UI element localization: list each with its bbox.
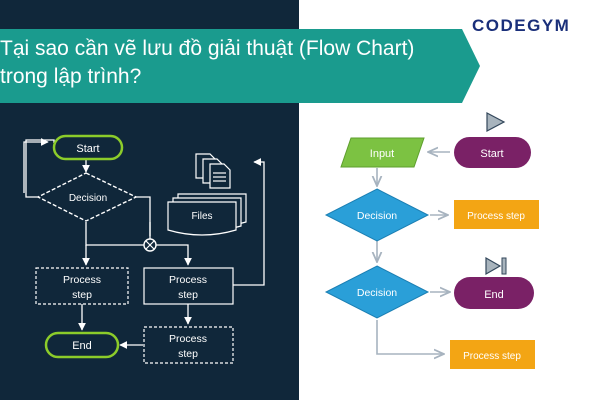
right-process-2: Process step [450, 340, 535, 369]
title-line-1: Tại sao cần vẽ lưu đồ giải thuật (Flow C… [0, 37, 415, 60]
left-process-b-line2: step [178, 289, 198, 301]
title-banner [0, 29, 462, 103]
left-start-terminal: Start [52, 134, 124, 161]
documents-icon [195, 153, 231, 189]
left-process-a-line1: Process [63, 274, 101, 286]
right-connectors [377, 152, 450, 354]
right-input-label: Input [370, 148, 394, 160]
left-connectors [23, 138, 265, 349]
left-start-label: Start [76, 143, 99, 155]
left-files-shape: Files [167, 193, 247, 236]
left-end-terminal: End [44, 331, 120, 359]
left-process-a-line2: step [72, 289, 92, 301]
left-process-c-line2: step [178, 348, 198, 360]
left-files-label: Files [191, 211, 212, 222]
codegym-logo: CODEGYM [472, 16, 571, 35]
left-process-b-line1: Process [169, 274, 207, 286]
junction-node [143, 238, 157, 252]
right-input-shape: Input [340, 137, 425, 168]
right-end-terminal: End [454, 277, 534, 309]
left-process-c: Process step [143, 326, 234, 364]
right-process-1-label: Process step [467, 211, 525, 222]
right-start-label: Start [480, 148, 503, 160]
right-process-2-label: Process step [463, 351, 521, 362]
right-decision-1-label: Decision [357, 210, 397, 222]
right-flowchart: Input Start Decision Process step Decisi… [324, 112, 539, 369]
right-decision-2: Decision [324, 265, 430, 319]
left-end-label: End [72, 340, 92, 352]
left-decision-label: Decision [69, 193, 107, 204]
title-line-2: trong lập trình? [0, 65, 142, 88]
left-process-b: Process step [143, 267, 234, 305]
left-process-a: Process step [35, 267, 129, 305]
right-process-1: Process step [454, 200, 539, 229]
left-decision: Decision [36, 172, 138, 222]
right-decision-2-label: Decision [357, 287, 397, 299]
left-flowchart: Start Decision Files [23, 134, 265, 364]
right-start-terminal: Start [454, 137, 531, 168]
right-decision-1: Decision [324, 188, 430, 242]
skip-end-icon [485, 256, 507, 276]
right-end-label: End [484, 289, 504, 301]
play-icon [486, 112, 506, 132]
left-process-c-line1: Process [169, 333, 207, 345]
title-banner-notch [462, 29, 480, 103]
